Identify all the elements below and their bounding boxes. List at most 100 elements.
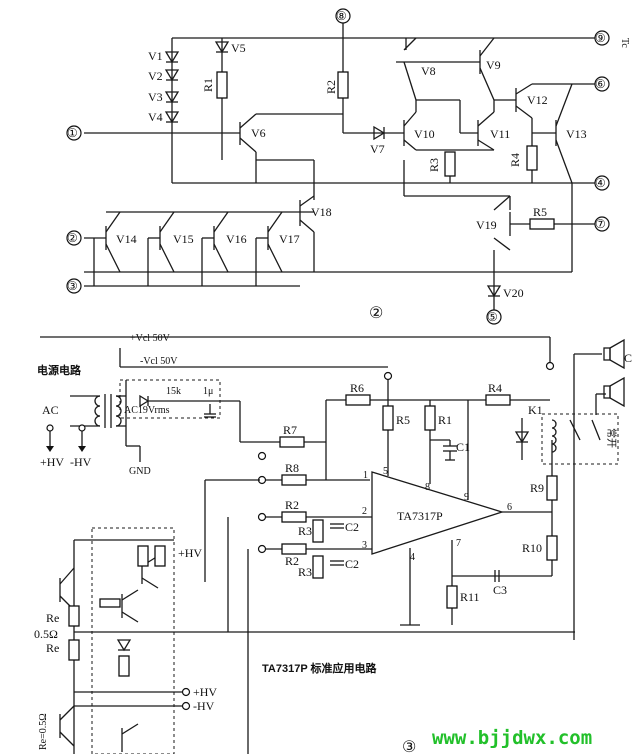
pin-7: 7 bbox=[456, 538, 461, 549]
label-r5-top: R5 bbox=[533, 205, 547, 219]
label-r3a: R3 bbox=[298, 524, 312, 538]
pin-2: 2 bbox=[362, 506, 367, 517]
node-r8-input bbox=[257, 451, 267, 461]
label-v7: V7 bbox=[370, 142, 385, 156]
label-r7: R7 bbox=[283, 423, 297, 437]
stage-resistor-3 bbox=[99, 598, 121, 608]
label-v15: V15 bbox=[173, 232, 194, 246]
terminal-6-label: ⑥ bbox=[595, 77, 606, 91]
relay-box bbox=[541, 413, 619, 465]
resistor-r6 bbox=[345, 394, 371, 406]
label-r1-top: R1 bbox=[201, 78, 215, 92]
terminal-5-label: ⑤ bbox=[487, 310, 498, 324]
pin-1: 1 bbox=[363, 470, 368, 481]
speaker-1 bbox=[603, 338, 625, 370]
speaker-1-label: C bbox=[624, 351, 632, 365]
hv-neg-arrow bbox=[78, 446, 86, 452]
ac-rms-label: AC19Vrms bbox=[124, 405, 170, 416]
label-r8: R8 bbox=[285, 461, 299, 475]
label-v19: V19 bbox=[476, 218, 497, 232]
resistor-r5 bbox=[382, 405, 394, 431]
resistor-r1 bbox=[424, 405, 436, 431]
terminal-9 bbox=[594, 30, 610, 46]
hv-neg-label: -HV bbox=[70, 455, 92, 469]
label-v18: V18 bbox=[311, 205, 332, 219]
re-value-top-label: 0.5Ω bbox=[34, 627, 58, 641]
label-r9: R9 bbox=[530, 481, 544, 495]
hv-pos-arrow bbox=[46, 446, 54, 452]
resistor-r10 bbox=[546, 535, 558, 561]
terminal-6 bbox=[594, 76, 610, 92]
resistor-r4-top bbox=[526, 145, 538, 171]
rectifier-diode bbox=[139, 394, 150, 408]
terminal-4-label: ④ bbox=[595, 176, 606, 190]
stage-resistor-2 bbox=[154, 545, 166, 567]
pin-3: 3 bbox=[362, 540, 367, 551]
driver-transistor-1 bbox=[121, 589, 139, 623]
label-c3: C3 bbox=[493, 583, 507, 597]
resistor-r5-top bbox=[529, 218, 555, 230]
gnd-label: GND bbox=[129, 466, 151, 477]
supply-negative-label: -Vcl 50V bbox=[140, 356, 178, 367]
resistor-r3a bbox=[312, 519, 324, 543]
label-v4: V4 bbox=[148, 110, 163, 124]
diode-v3 bbox=[164, 91, 180, 104]
label-v2: V2 bbox=[148, 69, 163, 83]
terminal-8-label: ⑧ bbox=[336, 9, 347, 23]
label-r6: R6 bbox=[350, 381, 364, 395]
diode-v1 bbox=[164, 51, 180, 64]
figure-marker-3: ③ bbox=[402, 739, 416, 754]
resistor-r2a bbox=[281, 511, 307, 523]
label-c2b: C2 bbox=[345, 557, 359, 571]
node-vcl-neg bbox=[383, 371, 393, 381]
label-r10: R10 bbox=[522, 541, 542, 555]
label-r2-top: R2 bbox=[324, 80, 338, 94]
stage-hv-pos-label: +HV bbox=[178, 546, 202, 560]
driver-transistor-3 bbox=[121, 723, 139, 752]
label-v17: V17 bbox=[279, 232, 300, 246]
resistor-r4 bbox=[485, 394, 511, 406]
label-v16: V16 bbox=[226, 232, 247, 246]
stage-re-top bbox=[68, 605, 80, 627]
label-r5: R5 bbox=[396, 413, 410, 427]
terminal-3-label: ③ bbox=[67, 279, 78, 293]
label-r2b: R2 bbox=[285, 554, 299, 568]
terminal-1-label: ① bbox=[67, 126, 78, 140]
terminal-8 bbox=[335, 8, 351, 24]
resistor-r11 bbox=[446, 585, 458, 609]
resistor-r3-top bbox=[444, 151, 456, 177]
output-transistor-2 bbox=[59, 705, 75, 747]
ac-label: AC bbox=[42, 403, 59, 417]
speaker-2 bbox=[603, 376, 625, 408]
resistor-r3b bbox=[312, 555, 324, 579]
diode-v20 bbox=[486, 285, 502, 298]
resistor-15k-label: 15k bbox=[166, 386, 181, 397]
pin-4: 4 bbox=[410, 552, 415, 563]
pin-9: 9 bbox=[464, 492, 469, 503]
output-stage-box bbox=[91, 527, 175, 754]
terminal-7 bbox=[594, 216, 610, 232]
label-c1: C1 bbox=[456, 440, 470, 454]
terminal-2 bbox=[66, 230, 82, 246]
cap-1u-label: 1μ bbox=[203, 386, 213, 397]
stage-resistor-1 bbox=[137, 545, 149, 567]
terminal-4 bbox=[594, 175, 610, 191]
terminal-2-label: ② bbox=[67, 231, 78, 245]
figure-marker-2: ② bbox=[369, 305, 383, 322]
pin-8: 8 bbox=[425, 482, 430, 493]
label-r1: R1 bbox=[438, 413, 452, 427]
output-transistor-1 bbox=[59, 567, 75, 611]
resistor-r9 bbox=[546, 475, 558, 501]
label-r4: R4 bbox=[488, 381, 502, 395]
node-stage-hv-pos bbox=[181, 687, 191, 697]
relay-label: K1 bbox=[528, 403, 543, 417]
stage-hv-neg2-label: -HV bbox=[193, 699, 215, 713]
diode-v7 bbox=[373, 125, 386, 141]
diode-v5 bbox=[214, 41, 230, 54]
stage-resistor-4 bbox=[118, 655, 130, 677]
label-v10: V10 bbox=[414, 127, 435, 141]
watermark: www.bjjdwx.com bbox=[432, 727, 592, 749]
pin-6: 6 bbox=[507, 502, 512, 513]
